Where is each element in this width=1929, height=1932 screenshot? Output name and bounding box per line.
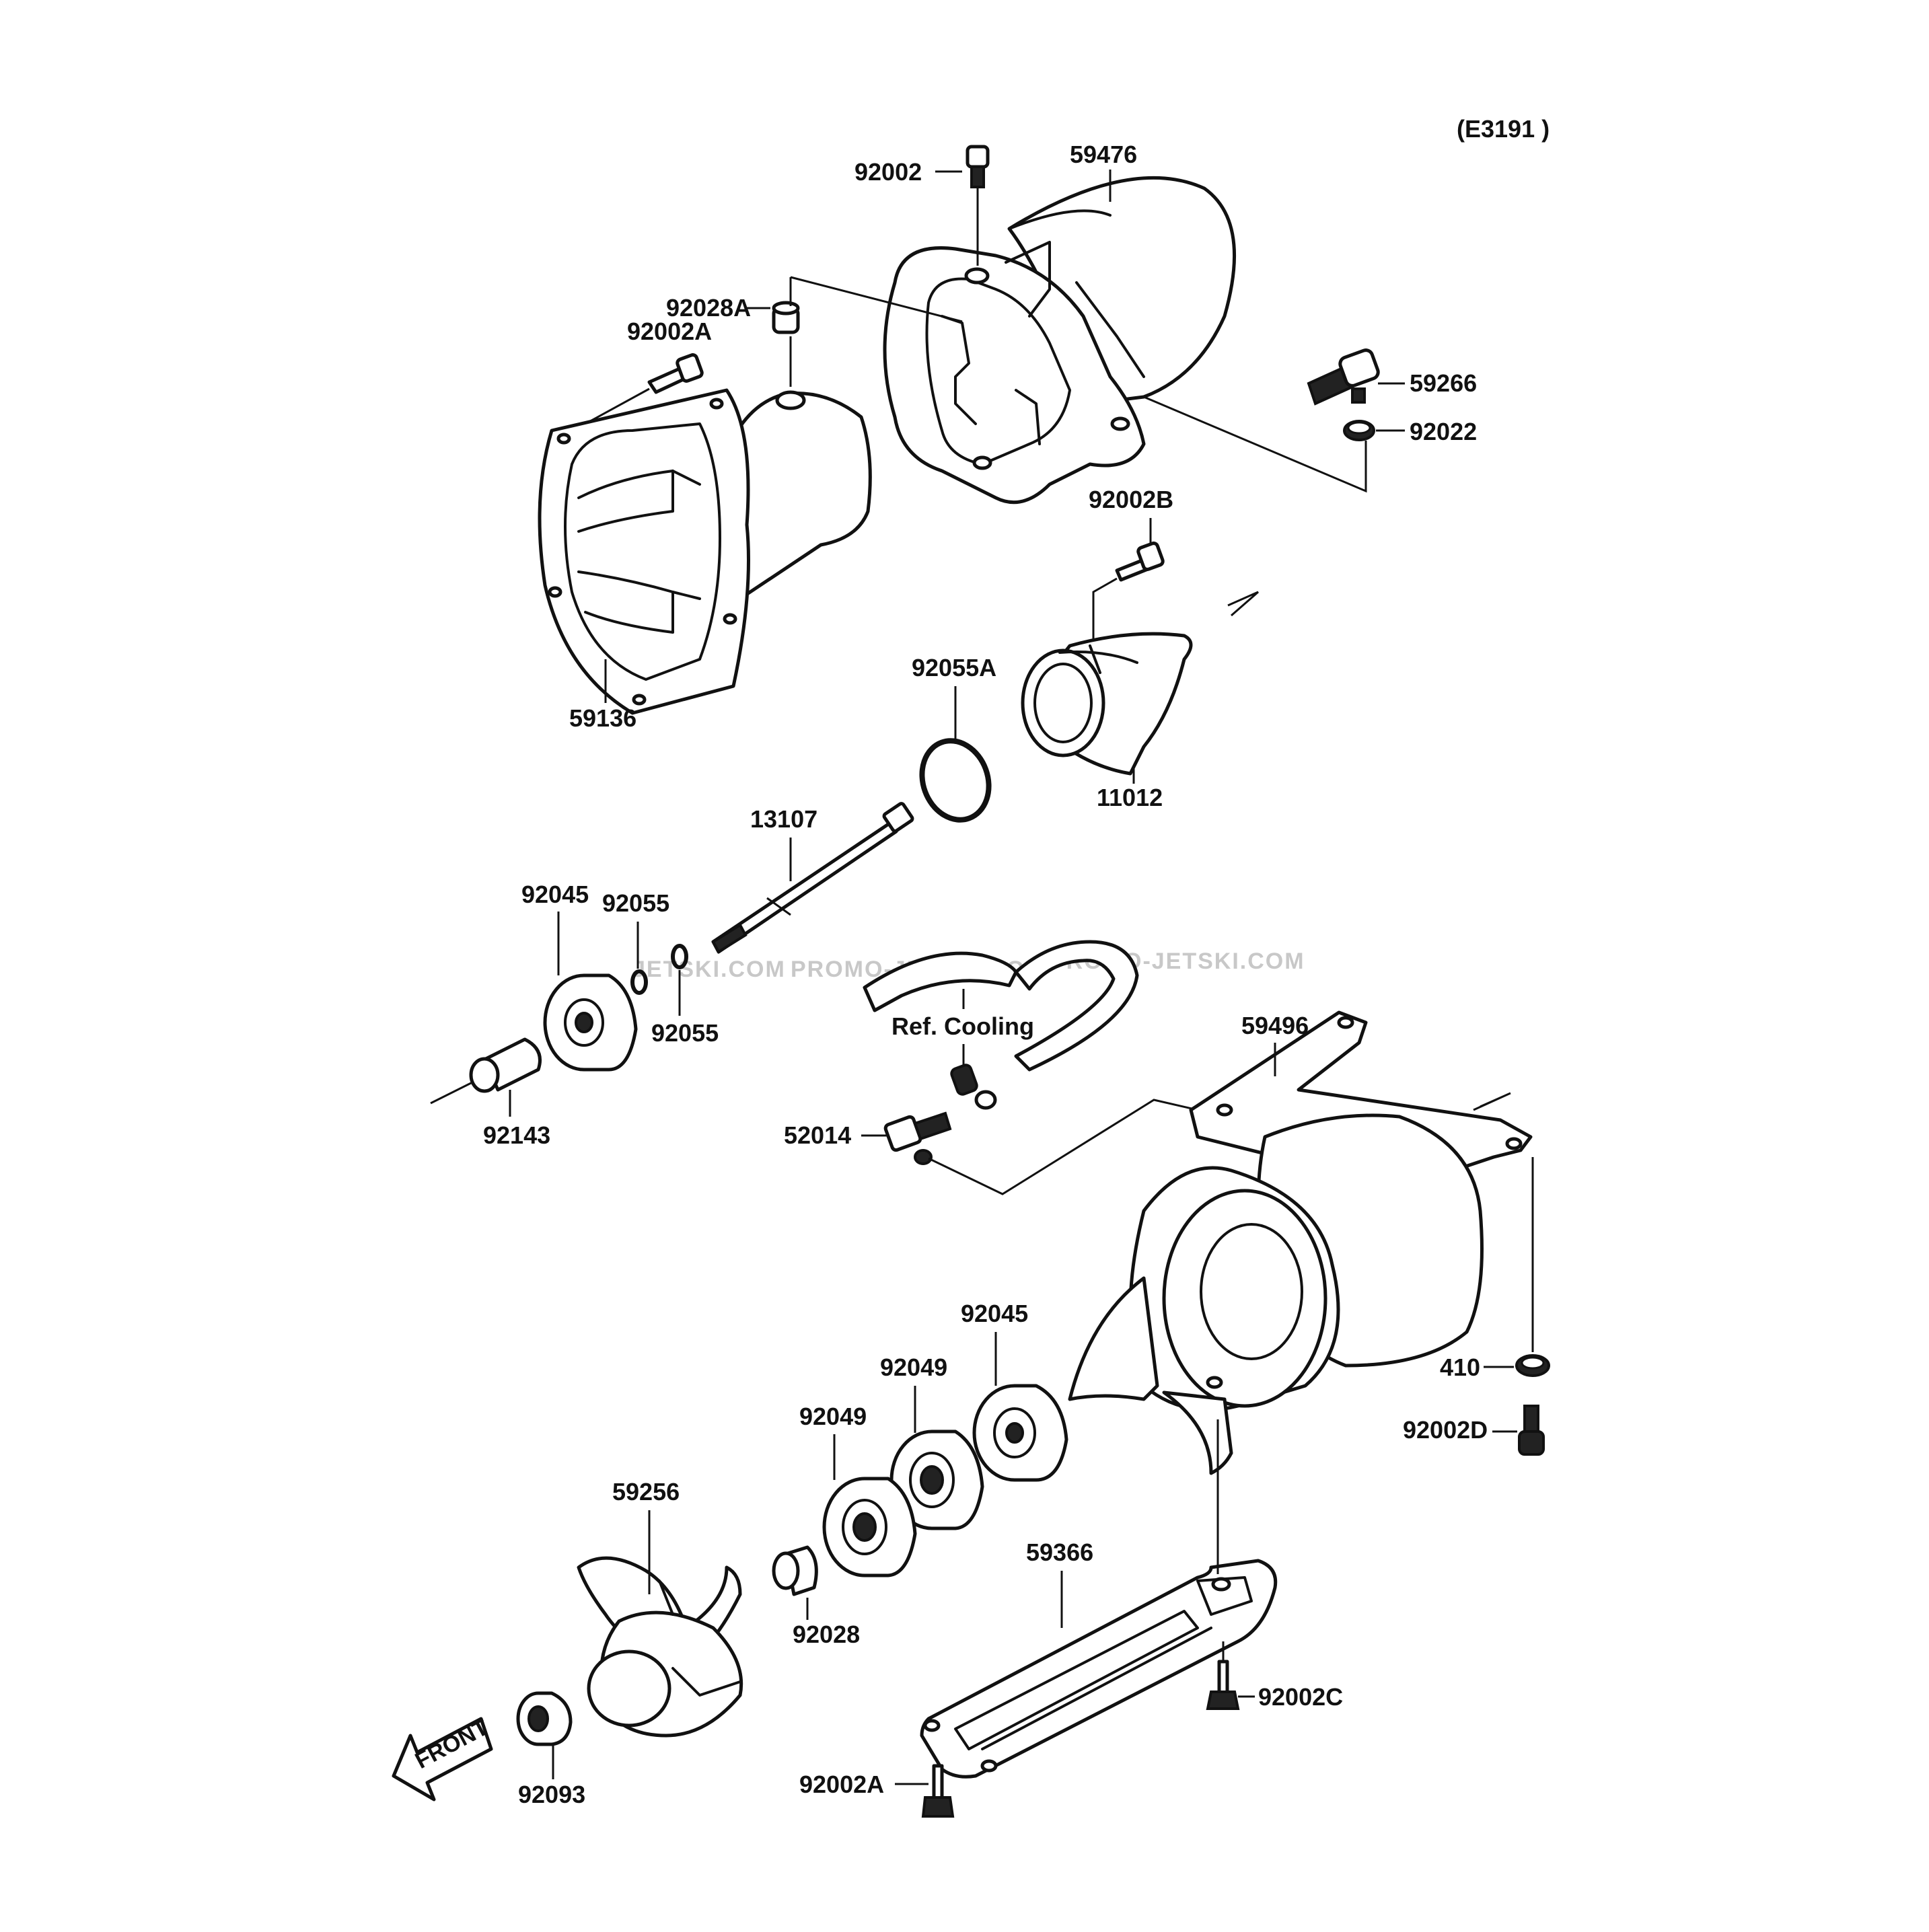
label-92002D: 92002D: [1403, 1416, 1488, 1444]
label-92049-b: 92049: [799, 1403, 867, 1430]
label-59496: 59496: [1241, 1012, 1309, 1039]
label-92049-a: 92049: [880, 1353, 947, 1381]
pump-bowl-59136: [538, 388, 872, 715]
label-92045-bottom: 92045: [961, 1300, 1028, 1327]
impeller-59256: [577, 1556, 743, 1738]
oring-92055A: [919, 738, 992, 823]
label-410: 410: [1440, 1353, 1480, 1381]
label-92055-b: 92055: [651, 1019, 719, 1047]
bolt-92002B: [1115, 542, 1165, 582]
diagram-code: (E3191 ): [1457, 115, 1550, 143]
label-13107: 13107: [750, 805, 817, 833]
label-92028: 92028: [793, 1621, 860, 1648]
seal-92049-a: [889, 1429, 984, 1530]
bolt-92002C: [1206, 1641, 1240, 1710]
watermark-1: JETSKI.COM: [632, 957, 786, 982]
label-92002A-top: 92002A: [627, 318, 712, 345]
label-92002B: 92002B: [1089, 486, 1173, 513]
label-92028A: 92028A: [666, 294, 751, 322]
label-52014: 52014: [784, 1121, 851, 1149]
label-92055A: 92055A: [912, 654, 996, 681]
label-11012: 11012: [1097, 784, 1163, 811]
shaft-13107: [711, 802, 914, 954]
pump-case-59476: [883, 176, 1236, 505]
bearing-92045-bottom: [972, 1384, 1068, 1482]
label-92002: 92002: [854, 158, 922, 186]
sleeve-92143: [469, 1037, 542, 1093]
cooling-hose: [863, 940, 1139, 1110]
label-92022: 92022: [1410, 418, 1477, 445]
bearing-92045-top: [543, 973, 638, 1072]
bearing-92093: [516, 1691, 573, 1746]
bolt-92002A-top: [585, 353, 704, 425]
label-92055-a: 92055: [602, 889, 669, 917]
bolt-92002: [966, 145, 990, 266]
label-59256: 59256: [612, 1478, 680, 1506]
label-92002C: 92002C: [1258, 1683, 1343, 1711]
ride-plate-59366: [920, 1559, 1278, 1779]
label-92002A-bottom: 92002A: [799, 1771, 884, 1798]
bushing-92028: [772, 1545, 818, 1596]
label-59366: 59366: [1026, 1538, 1093, 1566]
ref-cooling-label: Ref. Cooling: [891, 1012, 1034, 1040]
label-59136: 59136: [569, 704, 636, 732]
bolt-92002A-bottom: [921, 1764, 955, 1818]
fitting-52014: [883, 1111, 952, 1165]
label-92093: 92093: [518, 1781, 585, 1808]
label-92143: 92143: [483, 1121, 550, 1149]
steering-nozzle-59496: [1068, 1010, 1533, 1475]
washer-410: [1515, 1354, 1550, 1377]
label-92045-top: 92045: [521, 881, 589, 908]
bolt-92002D: [1518, 1405, 1545, 1456]
nozzle-11012: [1021, 632, 1193, 776]
front-arrow-icon: FRONT: [392, 1714, 493, 1801]
washer-92022: [1343, 420, 1375, 441]
fitting-59266: [1307, 348, 1380, 406]
circlip-92055-b: [671, 944, 688, 969]
label-59476: 59476: [1070, 141, 1137, 168]
seal-92049-b: [822, 1477, 917, 1577]
circlip-92055-a: [630, 969, 648, 995]
label-59266: 59266: [1410, 369, 1477, 397]
collar-92028A: [772, 276, 963, 387]
